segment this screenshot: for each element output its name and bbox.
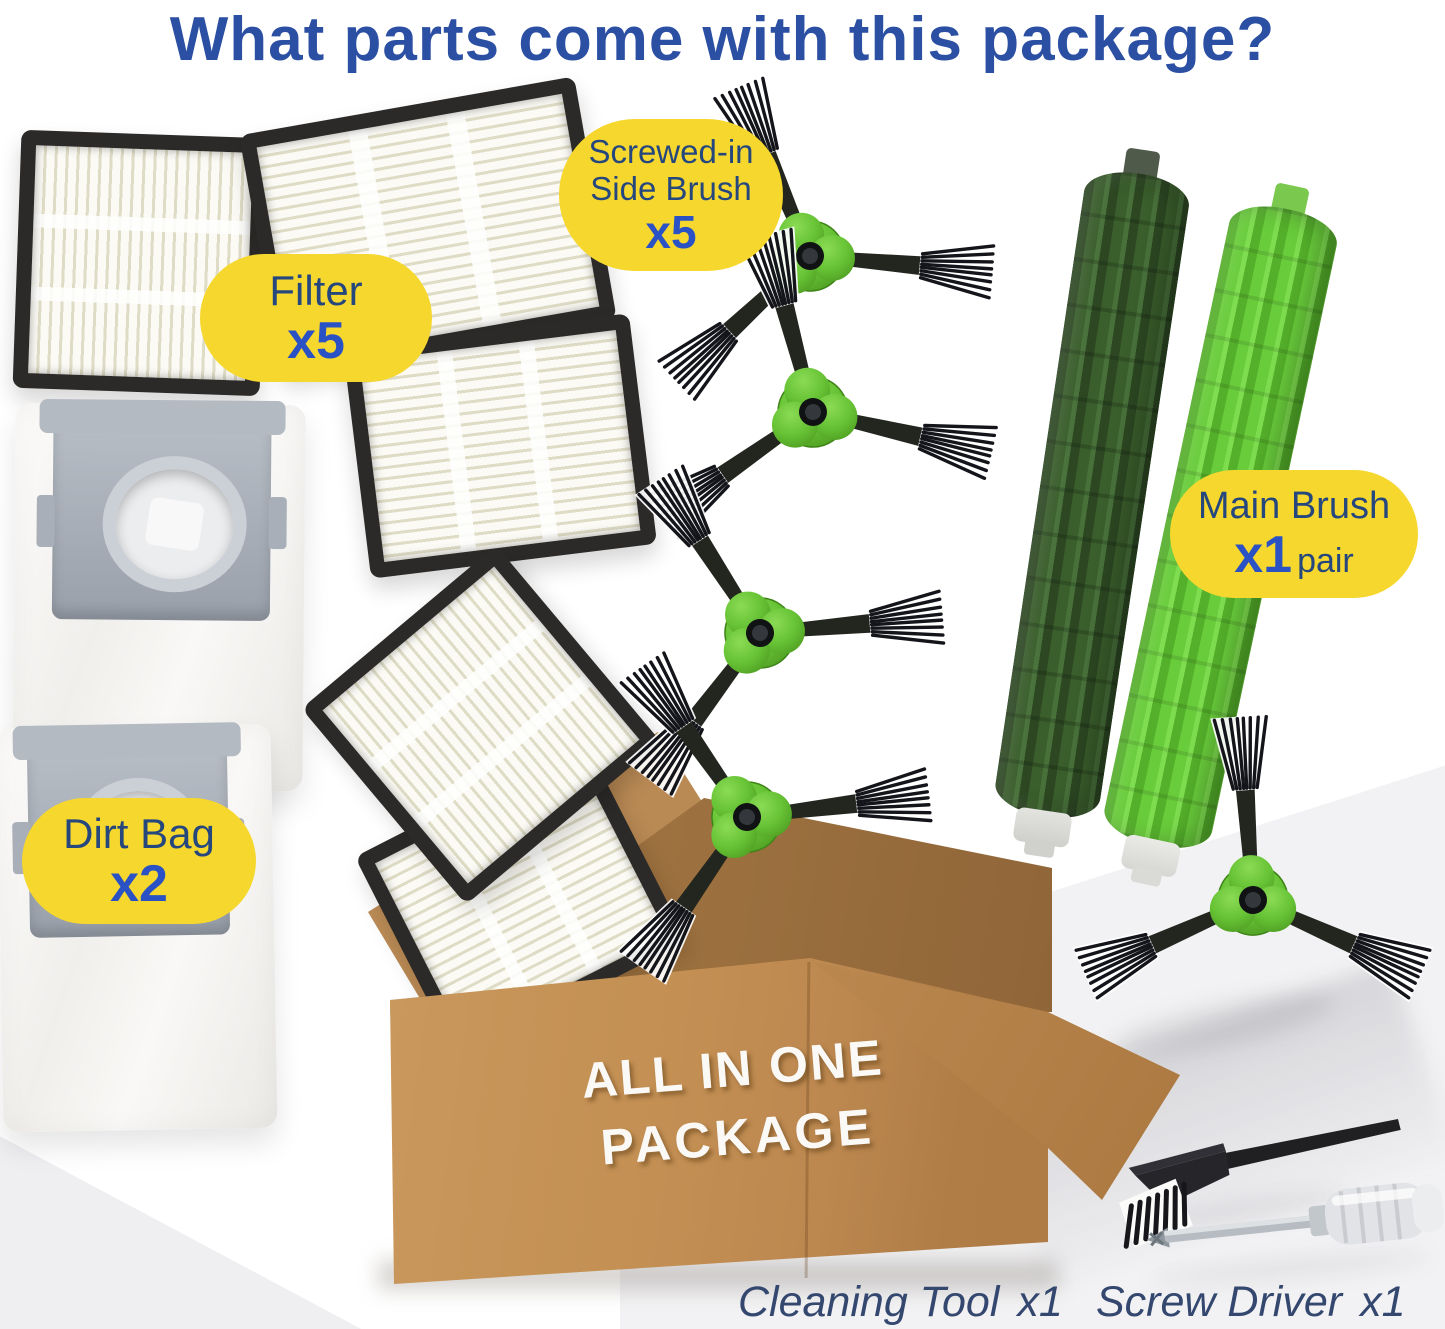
screwdriver-caption-count: x1 — [1360, 1278, 1406, 1326]
filter-badge-label: Filter — [269, 266, 363, 314]
roller-end-nub — [1023, 838, 1056, 859]
dirt-bag-tab — [268, 496, 287, 550]
dirt-bag-badge-count: x2 — [110, 854, 168, 913]
main-brush-badge-count: x1 — [1234, 525, 1293, 584]
screwdriver-caption-label: Screw Driver — [1096, 1278, 1343, 1326]
dirt-bag-port — [102, 455, 248, 593]
cleaning-tool-caption: Cleaning Tool x1 — [738, 1278, 1063, 1327]
dirt-bag-tab — [36, 494, 55, 548]
side-brush-badge-label-line1: Screwed-in — [588, 132, 754, 170]
main-brush-badge-count-suffix: pair — [1297, 541, 1354, 580]
main-brush-badge-label: Main Brush — [1197, 484, 1391, 527]
screwdriver-caption: Screw Driver x1 — [1096, 1278, 1406, 1327]
screwdriver-icon — [1146, 1182, 1445, 1248]
cleaning-tool-caption-label: Cleaning Tool — [738, 1278, 1000, 1326]
cleaning-tool-caption-count: x1 — [1017, 1278, 1063, 1326]
dirt-bag-badge-label: Dirt Bag — [63, 809, 215, 857]
dirt-bag-collar — [36, 398, 287, 621]
dirt-bag-badge: Dirt Bag x2 — [22, 798, 256, 924]
page-title: What parts come with this package? — [169, 5, 1276, 74]
main-brush-badge: Main Brush x1 pair — [1170, 470, 1418, 598]
side-brush-badge-count: x5 — [645, 205, 697, 258]
filter-badge-count: x5 — [287, 311, 345, 370]
dirt-bag-collar-lip — [12, 722, 242, 761]
side-brush-badge-label-line2: Side Brush — [590, 169, 752, 207]
dirt-bag-collar-lip — [39, 398, 286, 436]
side-brush-badge: Screwed-in Side Brush x5 — [559, 119, 783, 271]
dirt-bag — [0, 722, 278, 1133]
filter-badge: Filter x5 — [200, 254, 432, 382]
side-brush — [544, 614, 949, 1019]
